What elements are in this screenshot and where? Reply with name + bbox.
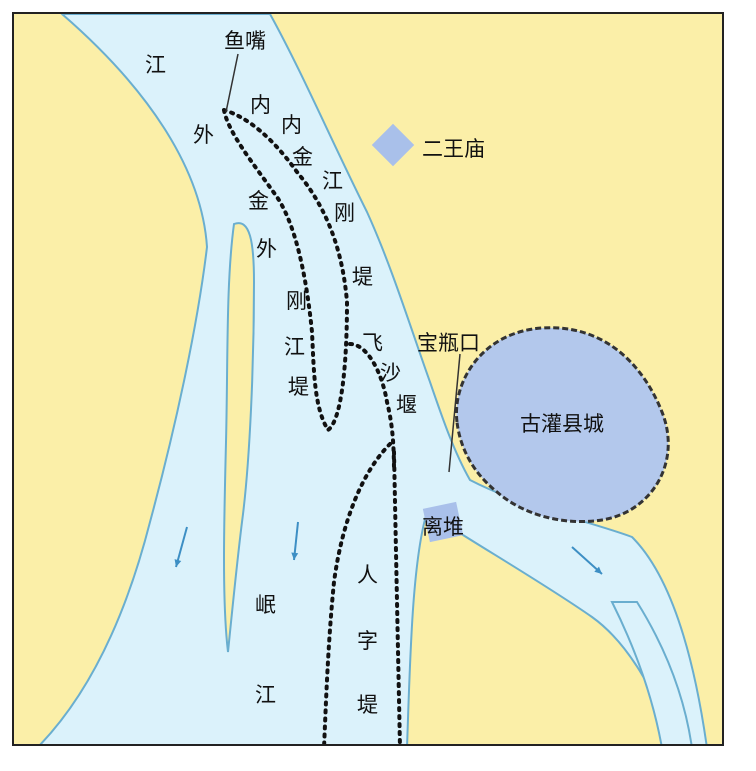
label-gang-outer: 刚 <box>286 289 307 313</box>
label-di-inner: 堤 <box>352 265 373 289</box>
flow-arrow-icon <box>571 546 603 575</box>
levees <box>222 108 402 744</box>
fish-mouth-pointer <box>225 53 239 113</box>
label-county-city: 古灌县城 <box>520 412 604 436</box>
label-fish-mouth: 鱼嘴 <box>224 29 266 53</box>
label-di-renzi: 堤 <box>357 693 378 717</box>
label-nei-2: 内 <box>281 113 302 137</box>
label-sha: 沙 <box>380 361 401 385</box>
flow-arrows <box>174 521 603 575</box>
label-min: 岷 <box>255 593 276 617</box>
flow-arrow-icon <box>174 526 188 568</box>
island-land <box>223 222 256 653</box>
label-nei-1: 内 <box>250 93 271 117</box>
label-wai-2: 外 <box>256 237 277 261</box>
min-river-water <box>39 14 708 744</box>
bottle-neck-pointer <box>448 353 461 473</box>
label-bottle-neck: 宝瓶口 <box>417 331 480 355</box>
erwang-temple-marker <box>371 123 415 167</box>
label-jiang-inner: 江 <box>322 169 343 193</box>
map-labels: 鱼嘴 江 外 内 内 金 金 江 刚 堤 外 刚 江 堤 飞 沙 堰 二王庙 宝… <box>145 29 604 717</box>
feisha-levee <box>348 342 396 474</box>
inner-canal-branch <box>610 601 693 744</box>
lidui-marker <box>422 501 464 543</box>
label-jiang-outer: 江 <box>284 335 305 359</box>
label-jiang-min: 江 <box>255 683 276 707</box>
label-jin-inner: 金 <box>292 145 313 169</box>
jingang-levee <box>222 108 350 433</box>
renzi-levee <box>322 442 402 744</box>
label-fei: 飞 <box>362 331 383 355</box>
map-frame: 鱼嘴 江 外 内 内 金 金 江 刚 堤 外 刚 江 堤 飞 沙 堰 二王庙 宝… <box>12 12 724 746</box>
flow-arrow-icon <box>291 521 299 561</box>
dujiangyan-map: 鱼嘴 江 外 内 内 金 金 江 刚 堤 外 刚 江 堤 飞 沙 堰 二王庙 宝… <box>14 14 722 744</box>
label-lidui: 离堆 <box>422 515 464 539</box>
label-jin-outer: 金 <box>248 189 269 213</box>
label-zi: 字 <box>357 629 378 653</box>
label-jiang-top: 江 <box>145 53 166 77</box>
label-temple: 二王庙 <box>422 137 485 161</box>
gu-guan-county-city <box>454 326 670 524</box>
label-wai: 外 <box>193 123 214 147</box>
label-ren: 人 <box>357 563 378 587</box>
label-di-outer: 堤 <box>288 375 309 399</box>
label-di-feisha: 堰 <box>396 393 417 417</box>
label-gang-inner: 刚 <box>334 201 355 225</box>
